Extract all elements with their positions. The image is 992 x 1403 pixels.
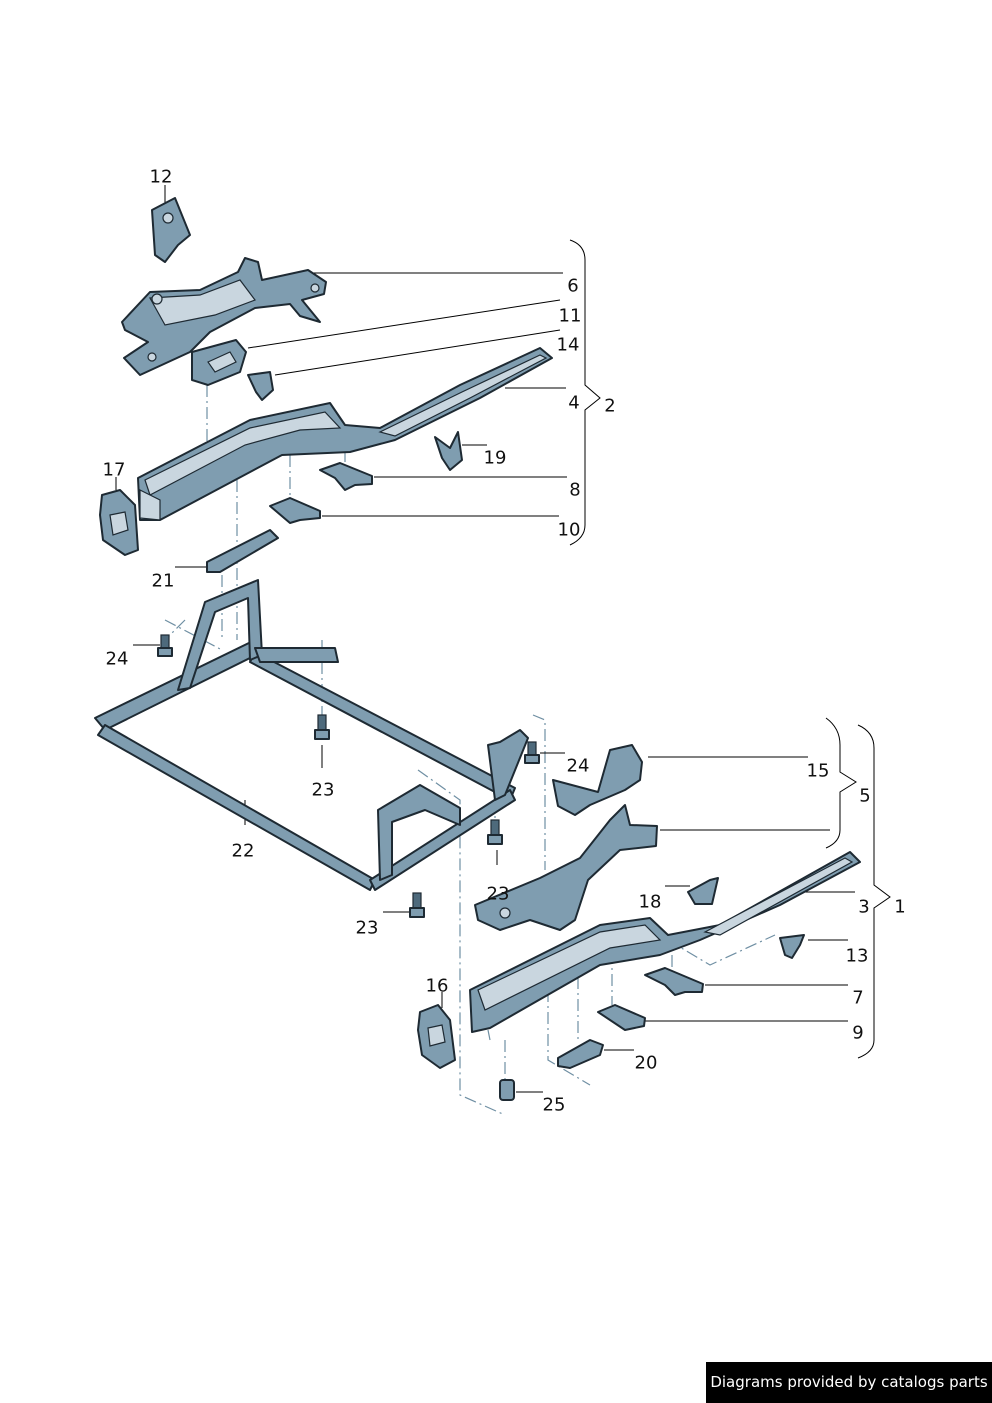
part-6-panel[interactable] xyxy=(121,257,327,376)
callout-18: 18 xyxy=(638,891,662,913)
callout-14: 14 xyxy=(556,334,580,356)
group-braces xyxy=(569,239,891,1059)
leader-lines xyxy=(115,185,855,1093)
callout-5: 5 xyxy=(859,785,871,807)
callout-11: 11 xyxy=(558,305,582,327)
callout-23: 23 xyxy=(486,883,510,905)
callout-17: 17 xyxy=(102,459,126,481)
callout-9: 9 xyxy=(852,1022,864,1044)
callout-4: 4 xyxy=(568,392,580,414)
part-8-bracket[interactable] xyxy=(319,462,373,491)
part-10-bracket[interactable] xyxy=(269,497,321,524)
callout-20: 20 xyxy=(634,1052,658,1074)
callout-7: 7 xyxy=(852,987,864,1009)
callout-15: 15 xyxy=(806,760,830,782)
part-4-upper-side-member[interactable] xyxy=(137,347,553,521)
callout-23: 23 xyxy=(311,779,335,801)
callout-22: 22 xyxy=(231,840,255,862)
part-20-bracket[interactable] xyxy=(557,1039,604,1069)
callout-23: 23 xyxy=(355,917,379,939)
callout-21: 21 xyxy=(151,570,175,592)
callout-10: 10 xyxy=(557,519,581,541)
callout-25: 25 xyxy=(542,1094,566,1116)
part-21-bracket[interactable] xyxy=(206,529,279,573)
part-12-bracket[interactable] xyxy=(151,197,191,263)
part-15-bracket[interactable] xyxy=(552,744,643,816)
callout-8: 8 xyxy=(569,479,581,501)
callout-16: 16 xyxy=(425,975,449,997)
part-22-frame[interactable] xyxy=(94,579,529,891)
callout-24: 24 xyxy=(105,648,129,670)
part-14-clip[interactable] xyxy=(247,371,274,401)
callout-19: 19 xyxy=(483,447,507,469)
part-13-clip[interactable] xyxy=(779,934,805,959)
callout-2: 2 xyxy=(604,395,616,417)
part-7-bracket[interactable] xyxy=(644,967,704,996)
part-9-bracket[interactable] xyxy=(597,1004,646,1031)
callout-6: 6 xyxy=(567,275,579,297)
callout-24: 24 xyxy=(566,755,590,777)
callout-12: 12 xyxy=(149,166,173,188)
callout-3: 3 xyxy=(858,896,870,918)
bolts xyxy=(157,634,540,1101)
callout-1: 1 xyxy=(894,896,906,918)
part-19-clip[interactable] xyxy=(434,431,463,471)
diagram-credit-footer: Diagrams provided by catalogs parts xyxy=(706,1362,992,1403)
part-3-lower-side-member[interactable] xyxy=(469,851,861,1033)
callout-13: 13 xyxy=(845,945,869,967)
part-5-panel[interactable] xyxy=(474,804,658,931)
part-18-clip[interactable] xyxy=(687,877,719,905)
